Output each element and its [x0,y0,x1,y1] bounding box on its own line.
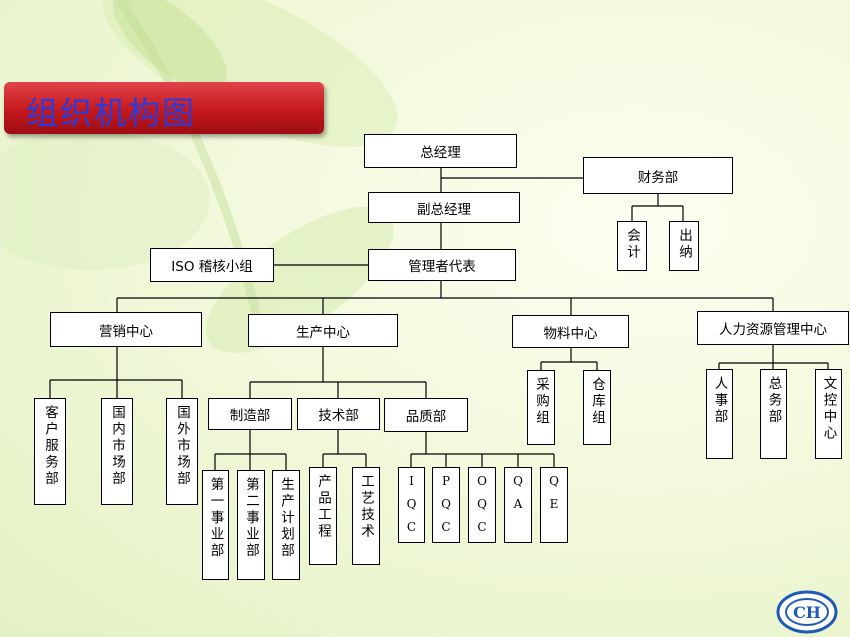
node-qa: QA [504,467,532,543]
title-banner: 组织机构图 [4,82,324,134]
node-domestic-market: 国内市场部 [101,398,133,505]
node-business-unit-1: 第一事业部 [202,470,229,580]
company-logo: CH [776,590,838,634]
page-title: 组织机构图 [26,94,197,132]
node-foreign-market: 国外市场部 [166,398,198,505]
node-finance-dept: 财务部 [583,157,733,194]
node-marketing-center: 营销中心 [50,312,202,347]
node-process-technology: 工艺技术 [352,467,380,565]
node-production-center: 生产中心 [248,314,398,347]
node-product-engineering: 产品工程 [309,467,337,565]
node-manufacturing-dept: 制造部 [208,398,292,430]
node-warehouse: 仓库组 [583,370,611,445]
node-business-unit-2: 第二事业部 [237,470,265,580]
node-materials-center: 物料中心 [512,315,629,348]
node-tech-dept: 技术部 [297,398,380,430]
node-general-manager: 总经理 [364,134,517,168]
node-purchasing: 采购组 [527,370,555,445]
node-qe: QE [540,467,568,543]
node-personnel: 人事部 [706,369,733,459]
node-hr-center: 人力资源管理中心 [697,311,849,345]
node-general-affairs: 总务部 [760,369,787,459]
node-cashier: 出纳 [669,221,699,271]
node-production-planning: 生产计划部 [272,470,300,580]
node-quality-dept: 品质部 [384,398,468,432]
logo-text: CH [793,603,821,622]
node-accounting: 会计 [617,221,647,271]
node-customer-service: 客户服务部 [34,398,66,505]
node-document-control: 文控中心 [815,369,842,459]
node-deputy-gm: 副总经理 [368,192,520,223]
node-pqc: PQC [432,467,460,543]
node-iqc: IQC [398,467,425,543]
node-iso-audit-group: ISO 稽核小组 [150,248,274,282]
node-oqc: OQC [468,467,496,543]
node-management-rep: 管理者代表 [368,249,516,281]
